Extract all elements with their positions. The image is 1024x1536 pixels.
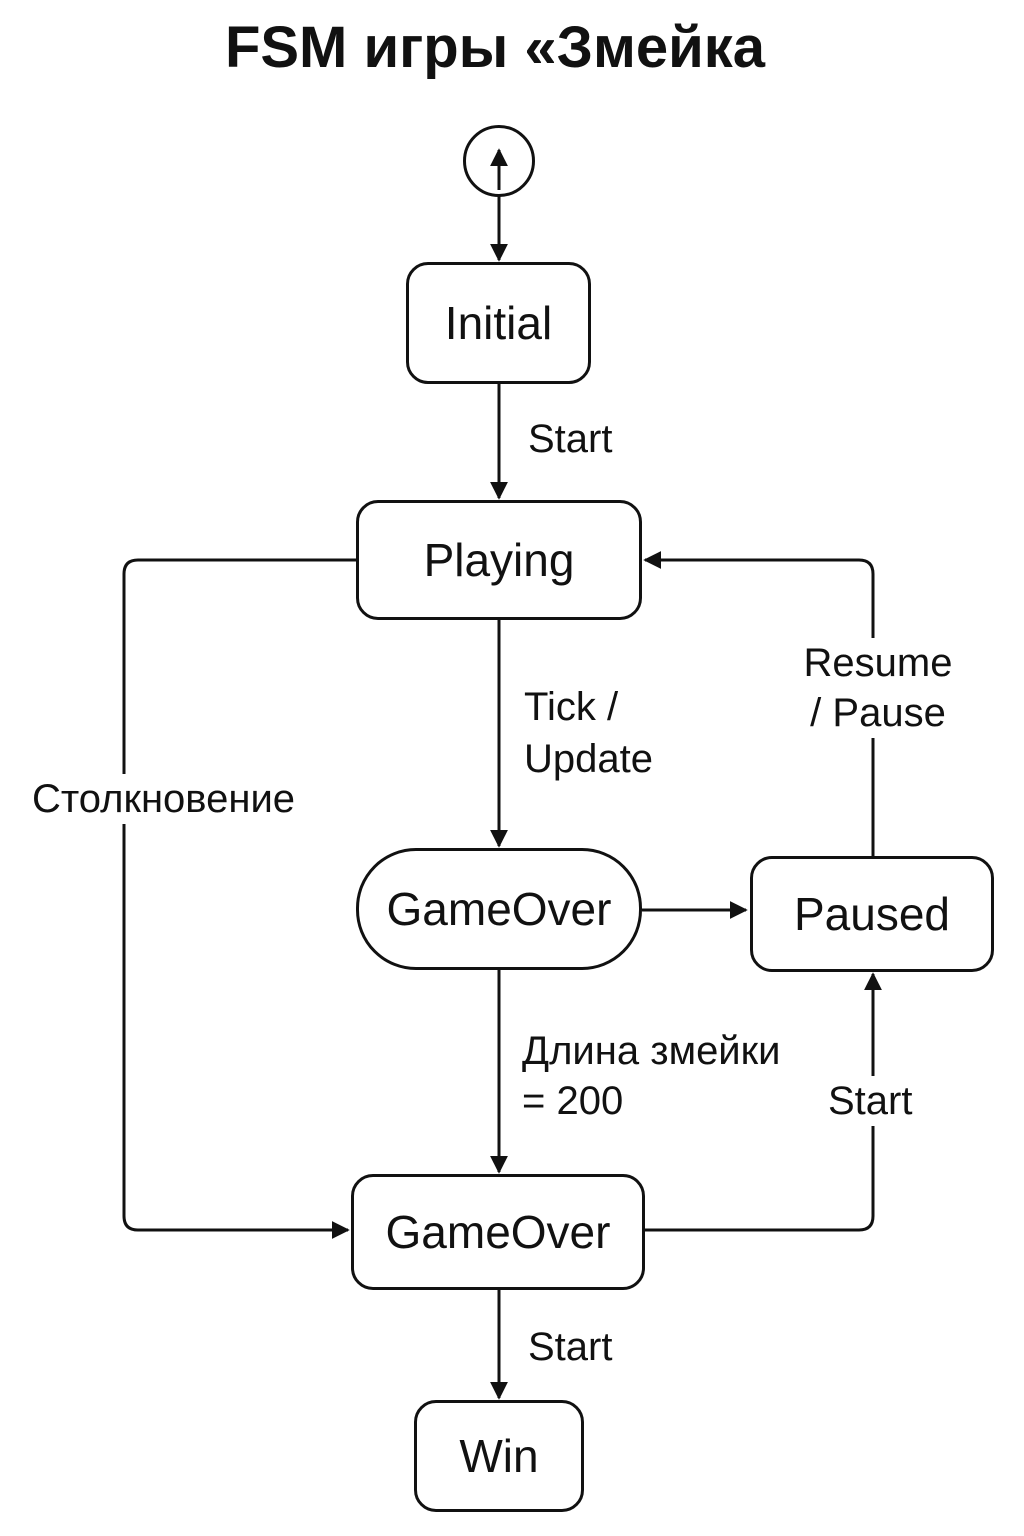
label-collision: Столкновение xyxy=(32,774,296,824)
label-gameover-paused: Start xyxy=(828,1076,913,1126)
label-resume-line2: / Pause xyxy=(788,688,968,738)
label-gameover-win: Start xyxy=(528,1322,613,1372)
edge-gameover-bottom-paused xyxy=(644,972,882,1232)
state-gameover-bottom[interactable]: GameOver xyxy=(351,1174,645,1290)
label-tick-line1: Tick / xyxy=(524,682,619,732)
label-resume-line1: Resume xyxy=(788,638,968,688)
initial-pseudostate xyxy=(463,125,535,197)
edge-collision xyxy=(122,558,356,1239)
edge-paused-playing xyxy=(643,551,875,856)
state-playing[interactable]: Playing xyxy=(356,500,642,620)
state-paused[interactable]: Paused xyxy=(750,856,994,972)
label-initial-playing: Start xyxy=(528,414,613,464)
state-initial[interactable]: Initial xyxy=(406,262,591,384)
state-win[interactable]: Win xyxy=(414,1400,584,1512)
label-length-line1: Длина змейки xyxy=(522,1026,781,1076)
page-title: FSM игры «Змейка xyxy=(224,15,766,80)
label-tick-line2: Update xyxy=(524,734,653,784)
state-gameover-top[interactable]: GameOver xyxy=(356,848,642,970)
label-length-line2: = 200 xyxy=(522,1076,624,1126)
